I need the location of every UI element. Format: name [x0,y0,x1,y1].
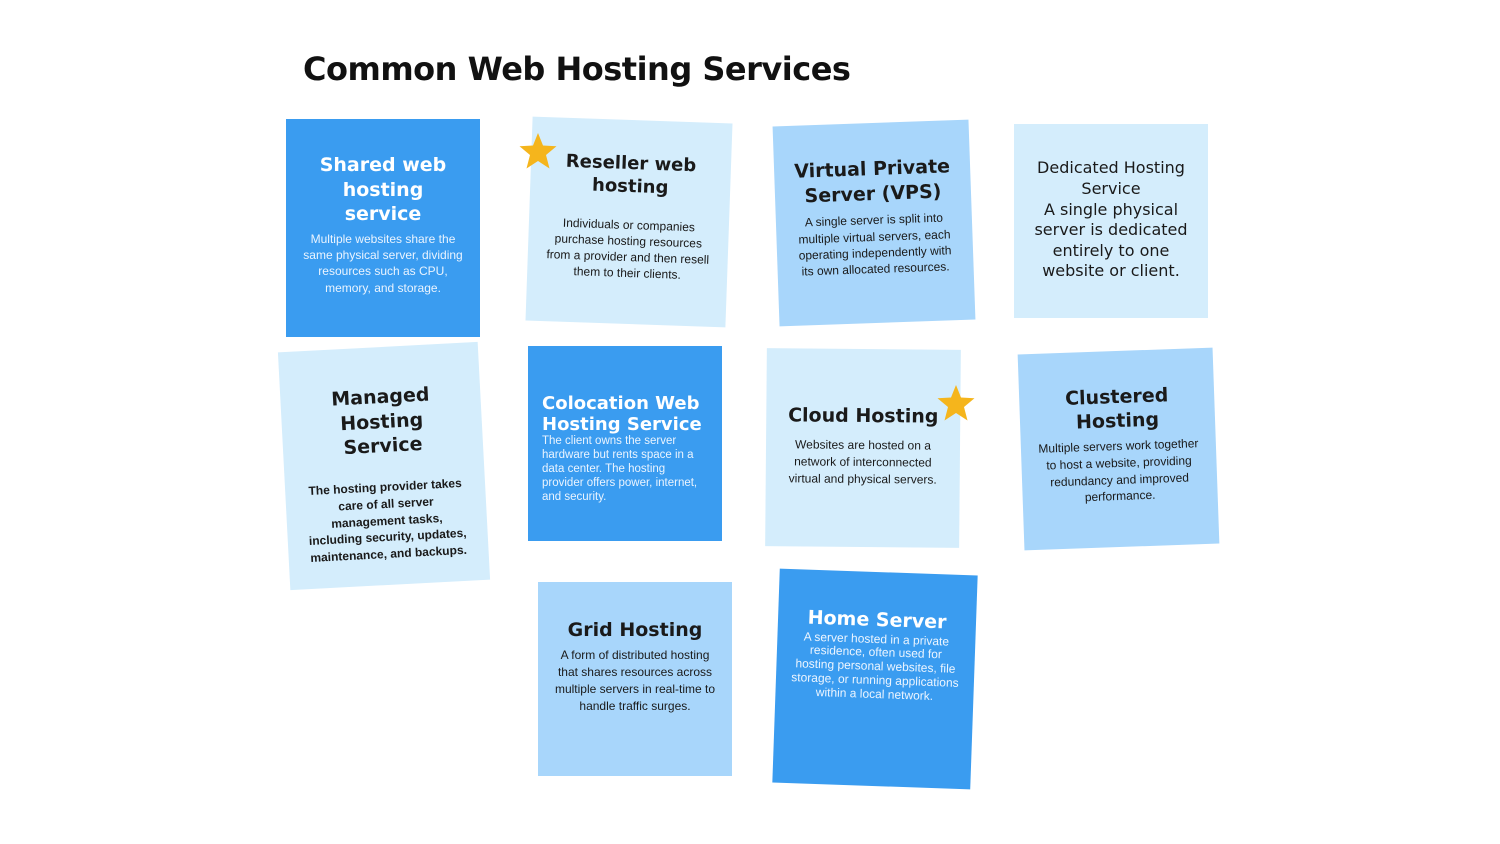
note-body: Multiple websites share the same physica… [303,232,463,295]
note-title: Clustered Hosting [1064,383,1169,434]
note-clustered-hosting[interactable]: Clustered Hosting Multiple servers work … [1017,347,1220,551]
note-dedicated-hosting[interactable]: Dedicated Hosting Service A single physi… [1014,124,1208,318]
note-body: Individuals or companies purchase hostin… [546,215,710,283]
note-title: Cloud Hosting [788,404,939,428]
note-title: Colocation Web Hosting Service [542,393,702,435]
note-virtual-private-server[interactable]: Virtual Private Server (VPS) A single se… [772,119,976,327]
note-managed-hosting[interactable]: Managed Hosting Service The hosting prov… [277,341,491,591]
note-home-server[interactable]: Home Server A server hosted in a private… [772,568,978,790]
note-body: A server hosted in a private residence, … [791,629,959,703]
note-body: Multiple servers work together to host a… [1038,436,1199,505]
note-shared-web-hosting[interactable]: Shared web hosting service Multiple webs… [286,119,480,337]
star-icon [519,133,557,169]
note-body: A form of distributed hosting that share… [554,647,716,713]
note-title: Virtual Private Server (VPS) [793,155,951,208]
note-title: Managed Hosting Service [330,383,430,460]
note-title: Grid Hosting [567,619,703,641]
star-icon [937,385,975,421]
note-body: The client owns the server hardware but … [542,435,698,503]
note-body: Websites are hosted on a network of inte… [788,437,937,487]
note-body: The hosting provider takes care of all s… [308,476,468,566]
note-title: Shared web hosting service [319,154,447,226]
note-body: A single physical server is dedicated en… [1034,199,1188,281]
note-grid-hosting[interactable]: Grid Hosting A form of distributed hosti… [538,582,732,776]
note-body: A single server is split into multiple v… [798,210,952,279]
note-title: Reseller web hosting [565,150,697,199]
note-colocation-hosting[interactable]: Colocation Web Hosting Service The clien… [528,346,722,541]
page-title: Common Web Hosting Services [303,50,851,88]
note-cloud-hosting[interactable]: Cloud Hosting Websites are hosted on a n… [765,348,961,548]
note-title: Dedicated Hosting Service [1037,158,1185,199]
